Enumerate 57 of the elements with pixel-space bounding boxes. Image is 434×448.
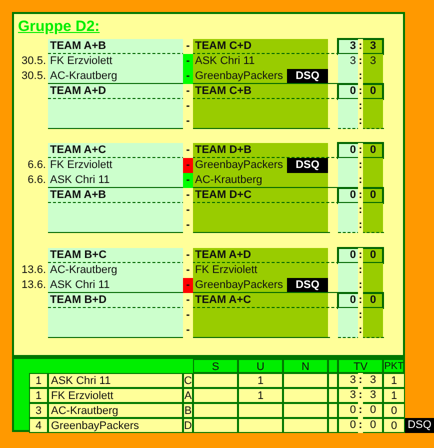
rank: 1: [29, 388, 48, 403]
team-name: TEAM C+B: [193, 84, 328, 99]
team-name: TEAM D+C: [193, 188, 328, 203]
group-title: Gruppe D2:: [17, 17, 101, 37]
rank: 3: [29, 403, 48, 418]
team-name: AC-Krautberg: [48, 403, 183, 418]
team-name: TEAM B+C: [48, 248, 183, 263]
team-name: ASK Chri 11: [48, 173, 183, 188]
match-date: 13.6.: [20, 278, 47, 293]
column-header: S: [193, 359, 238, 373]
team-name: TEAM A+C: [48, 143, 183, 158]
team-name: ASK Chri 11: [193, 54, 328, 69]
match-date: 30.5.: [20, 54, 47, 69]
match-date: 30.5.: [20, 69, 47, 84]
column-header: TV: [338, 359, 383, 373]
column-header: U: [238, 359, 283, 373]
status-badge: DSQ: [287, 69, 328, 84]
stat-value: 1: [238, 388, 283, 403]
column-header: PKT: [383, 359, 405, 373]
status-badge: DSQ: [287, 278, 328, 293]
points: 1: [383, 388, 405, 403]
team-name: TEAM B+D: [48, 293, 183, 308]
points: 0: [383, 403, 405, 418]
status-badge: DSQ: [287, 158, 328, 173]
points: 0: [383, 418, 405, 433]
team-name: ASK Chri 11: [48, 278, 183, 293]
team-name: FK Erzviolett: [48, 388, 183, 403]
team-letter: A: [183, 388, 193, 403]
rank: 1: [29, 373, 48, 388]
team-name: TEAM A+C: [193, 293, 328, 308]
match-date: 6.6.: [26, 158, 47, 173]
team-name: ASK Chri 11: [48, 373, 183, 388]
team-name: TEAM A+B: [48, 188, 183, 203]
team-name: FK Erzviolett: [48, 54, 183, 69]
team-name: TEAM A+D: [193, 248, 328, 263]
team-name: AC-Krautberg: [193, 173, 328, 188]
team-name: AC-Krautberg: [48, 263, 183, 278]
team-name: FK Erzviolett: [48, 158, 183, 173]
team-name: TEAM A+D: [48, 84, 183, 99]
team-letter: B: [183, 403, 193, 418]
status-badge: DSQ: [405, 418, 434, 433]
score: 3: [338, 54, 358, 69]
score: 3: [363, 54, 383, 69]
team-name: AC-Krautberg: [48, 69, 183, 84]
team-name: TEAM C+D: [193, 39, 328, 54]
match-date: 13.6.: [20, 263, 47, 278]
team-letter: C: [183, 373, 193, 388]
team-name: TEAM A+B: [48, 39, 183, 54]
team-name: TEAM D+B: [193, 143, 328, 158]
column-header: N: [283, 359, 328, 373]
team-name: FK Erzviolett: [193, 263, 328, 278]
team-letter: D: [183, 418, 193, 433]
points: 1: [383, 373, 405, 388]
stat-value: 1: [238, 373, 283, 388]
team-name: GreenbayPackers: [48, 418, 183, 433]
match-date: 6.6.: [26, 173, 47, 188]
rank: 4: [29, 418, 48, 433]
